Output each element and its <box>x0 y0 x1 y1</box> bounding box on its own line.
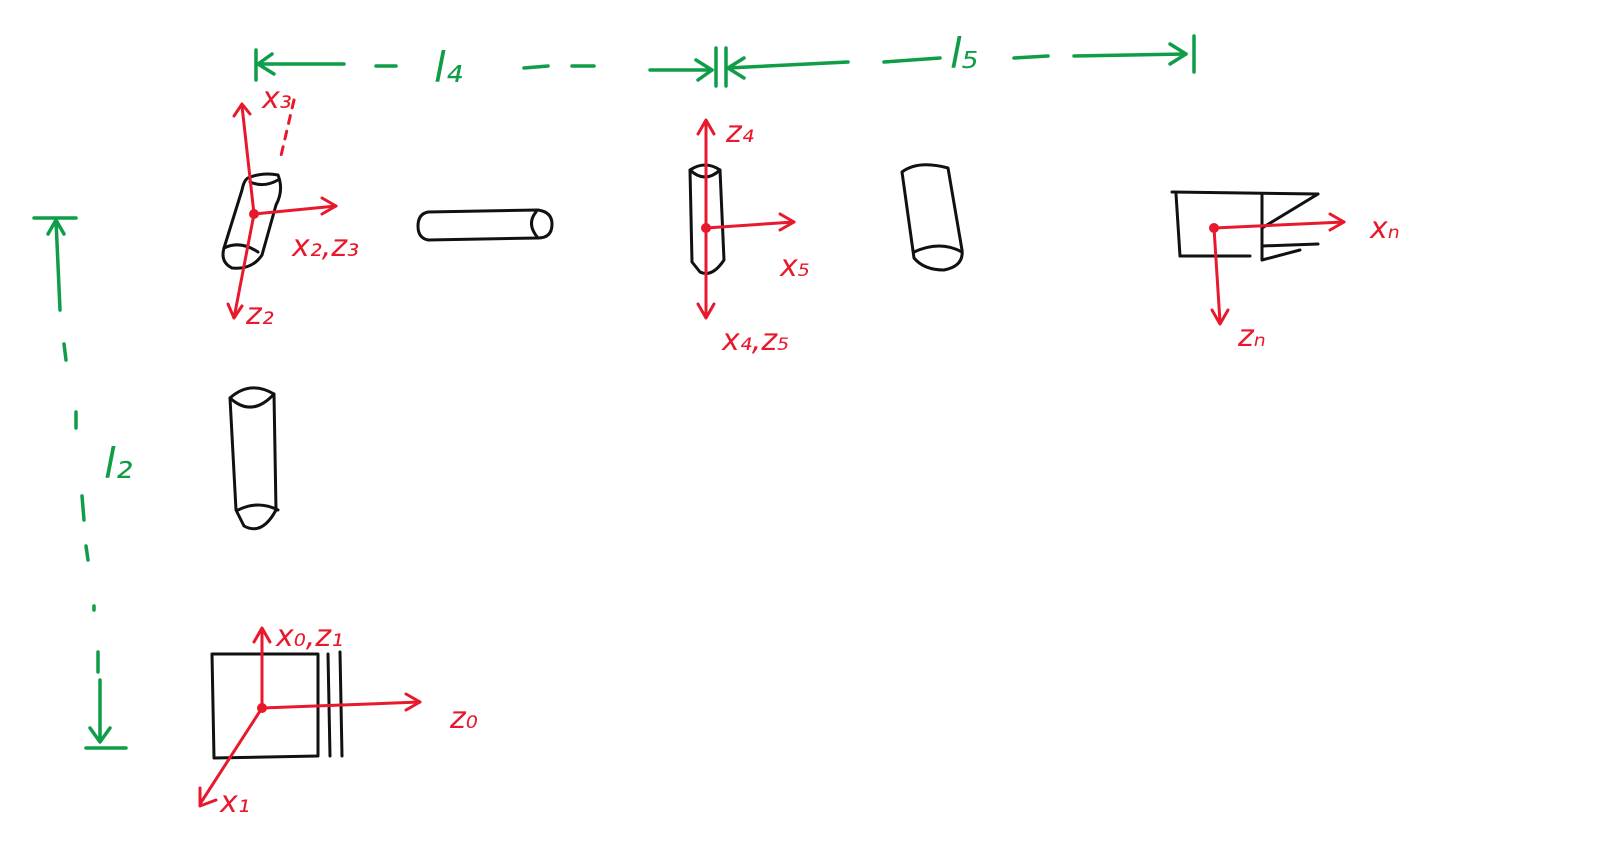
dimension-l2: l₂ <box>32 216 133 750</box>
label-z2: z₂ <box>245 297 274 332</box>
coordinate-frame-icon <box>198 626 422 808</box>
label-z4: z₄ <box>725 115 754 150</box>
coordinate-frame-icon <box>226 98 338 320</box>
label-x3: x₃ <box>261 81 292 116</box>
cylinder-joint-icon <box>900 163 964 272</box>
label-x1: x₁ <box>219 785 250 820</box>
axis-labels: x₃ x₂,z₃ z₂ z₄ x₅ x₄,z₅ xₙ zₙ x₀,z₁ z₀ x… <box>219 81 1400 820</box>
coordinate-frame-icon <box>1209 212 1346 326</box>
cylinder-joint-icon <box>221 172 283 270</box>
label-xn: xₙ <box>1369 211 1400 246</box>
mechanism-sketch <box>210 163 1320 760</box>
coordinate-frame-icon <box>696 118 796 320</box>
dimension-lines: l₄ l₅ l₂ <box>32 29 1196 750</box>
link-cylinder-horizontal <box>416 208 554 242</box>
label-l2: l₂ <box>104 439 133 488</box>
label-x5: x₅ <box>779 249 810 284</box>
dimension-l5: l₅ <box>724 29 1196 88</box>
label-x0-z1: x₀,z₁ <box>275 619 343 654</box>
label-zn: zₙ <box>1237 319 1266 354</box>
label-z0: z₀ <box>449 701 478 736</box>
label-l5: l₅ <box>950 29 979 78</box>
label-x4-z5: x₄,z₅ <box>721 323 789 358</box>
cylinder-joint-icon <box>228 386 280 531</box>
label-l4: l₄ <box>434 43 463 92</box>
dimension-l4: l₄ <box>254 43 718 92</box>
coordinate-frames <box>198 98 1346 808</box>
label-x2-z3: x₂,z₃ <box>291 229 359 264</box>
